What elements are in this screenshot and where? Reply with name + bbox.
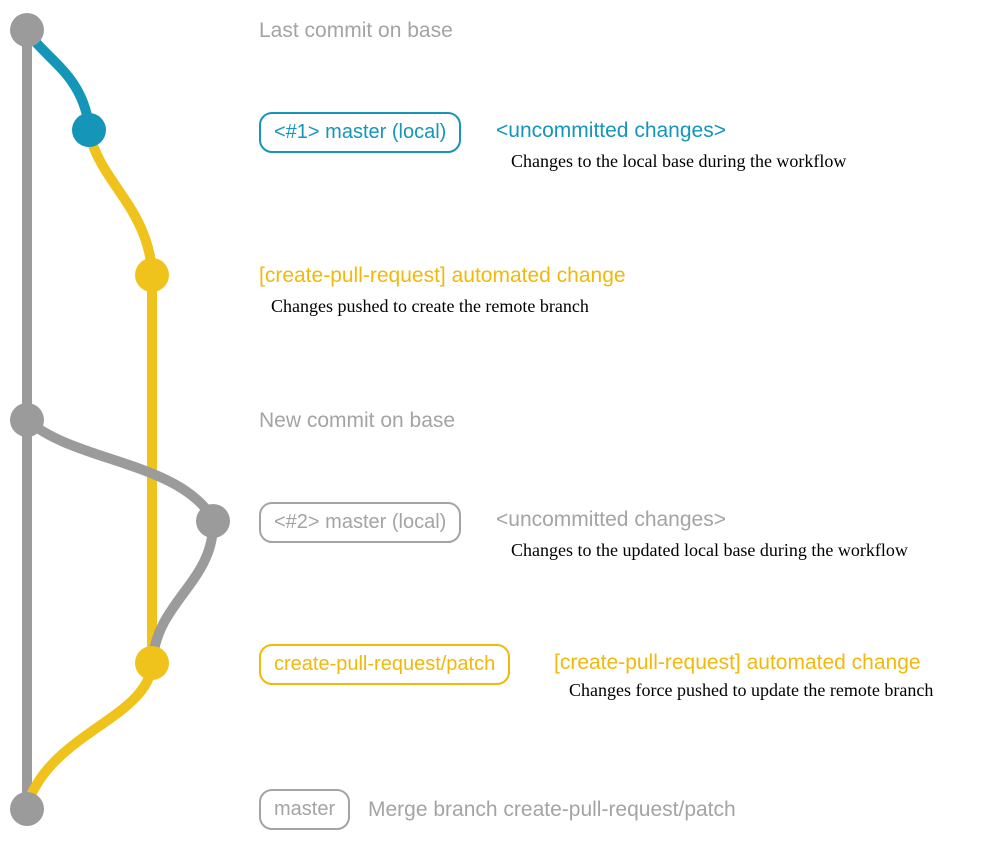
commit-dot-merge bbox=[10, 792, 44, 826]
local-branch-2-line bbox=[22, 415, 217, 522]
patch-branch-badge: create-pull-request/patch bbox=[259, 644, 511, 685]
automated-change-1-heading: [create-pull-request] automated change bbox=[259, 264, 626, 287]
automated-change-2-description: Changes force pushed to update the remot… bbox=[569, 680, 934, 700]
automated-change-2-heading: [create-pull-request] automated change bbox=[554, 651, 921, 674]
uncommitted-changes-1-description: Changes to the local base during the wor… bbox=[511, 151, 847, 171]
master-badge: master bbox=[259, 789, 351, 830]
uncommitted-changes-1-heading: <uncommitted changes> bbox=[496, 119, 726, 142]
new-commit-title: New commit on base bbox=[259, 409, 456, 432]
commit-dot-new-base bbox=[10, 403, 44, 437]
uncommitted-changes-2-description: Changes to the updated local base during… bbox=[511, 540, 908, 560]
patch-branch-line bbox=[84, 127, 157, 666]
uncommitted-changes-2-heading: <uncommitted changes> bbox=[496, 508, 726, 531]
local-branch-1-line bbox=[22, 27, 94, 131]
master-local-2-badge: <#2> master (local) bbox=[259, 502, 462, 543]
merge-title: Merge branch create-pull-request/patch bbox=[368, 798, 736, 821]
master-local-1-badge: <#1> master (local) bbox=[259, 112, 462, 153]
automated-change-1-description: Changes pushed to create the remote bran… bbox=[271, 296, 589, 316]
merge-to-base-line bbox=[23, 660, 157, 808]
commit-dot-uncommitted-1 bbox=[72, 113, 106, 147]
commit-dot-automated-1 bbox=[135, 258, 169, 292]
commit-dot-uncommitted-2 bbox=[196, 504, 230, 538]
commit-dot-automated-2 bbox=[135, 646, 169, 680]
commit-dot-last-base bbox=[10, 13, 44, 47]
last-commit-title: Last commit on base bbox=[259, 19, 453, 42]
local-branch-2-merge-line bbox=[148, 518, 219, 663]
